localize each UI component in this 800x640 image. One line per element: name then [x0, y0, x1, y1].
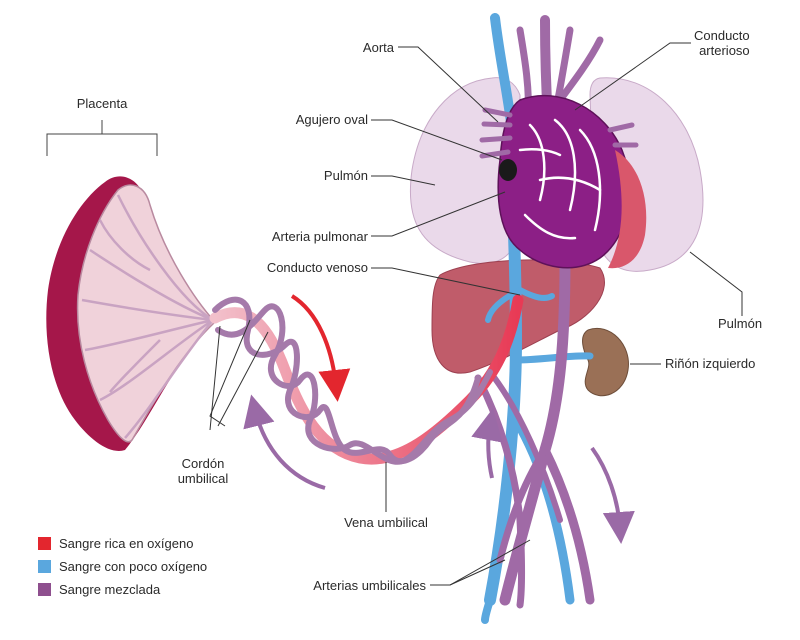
legend-item-mixed: Sangre mezclada — [38, 578, 207, 601]
pulmonary-branches — [479, 107, 639, 159]
label-aorta: Aorta — [362, 40, 394, 55]
legend-label: Sangre mezclada — [59, 582, 161, 597]
placenta-bracket — [46, 120, 158, 156]
label-vena-umbilical: Vena umbilical — [344, 515, 428, 530]
label-conducto-arterioso-line1: Conducto — [694, 28, 750, 43]
legend-item-oxygen-rich: Sangre rica en oxígeno — [38, 532, 207, 555]
legend-swatch — [38, 560, 51, 573]
heart — [497, 94, 647, 269]
label-arteria-pulmonar: Arteria pulmonar — [271, 229, 368, 244]
label-cordon-umbilical-line1: Cordón — [181, 456, 225, 471]
label-conducto-arterioso-line2: arterioso — [699, 43, 750, 58]
label-cordon-umbilical: Cordón umbilical — [168, 456, 238, 486]
label-cordon-umbilical-line2: umbilical — [177, 471, 229, 486]
legend-label: Sangre rica en oxígeno — [59, 536, 194, 551]
arrow-mixed-to-placenta — [243, 394, 326, 490]
label-rinon-izquierdo: Riñón izquierdo — [665, 356, 756, 371]
arrow-mixed-down — [590, 446, 635, 544]
leader-lines — [209, 42, 743, 586]
label-placenta: Placenta — [76, 96, 128, 111]
arrow-oxygen-to-fetus — [290, 294, 351, 402]
placenta — [46, 176, 217, 451]
label-agujero-oval: Agujero oval — [295, 112, 368, 127]
legend-label: Sangre con poco oxígeno — [59, 559, 208, 574]
umbilical-arteries — [212, 296, 493, 465]
arrow-mixed-up — [471, 408, 503, 479]
legend-item-low-oxygen: Sangre con poco oxígeno — [38, 555, 207, 578]
label-arterias-umbilicales: Arterias umbilicales — [313, 578, 426, 593]
label-pulmon-left: Pulmón — [323, 168, 368, 183]
legend-swatch — [38, 583, 51, 596]
legend: Sangre rica en oxígeno Sangre con poco o… — [38, 532, 207, 601]
foramen-ovale — [499, 159, 517, 181]
label-conducto-arterioso: Conducto arterioso — [694, 28, 750, 58]
legend-swatch — [38, 537, 51, 550]
label-pulmon-right: Pulmón — [718, 316, 763, 331]
left-kidney — [582, 327, 629, 397]
label-conducto-venoso: Conducto venoso — [266, 260, 368, 275]
